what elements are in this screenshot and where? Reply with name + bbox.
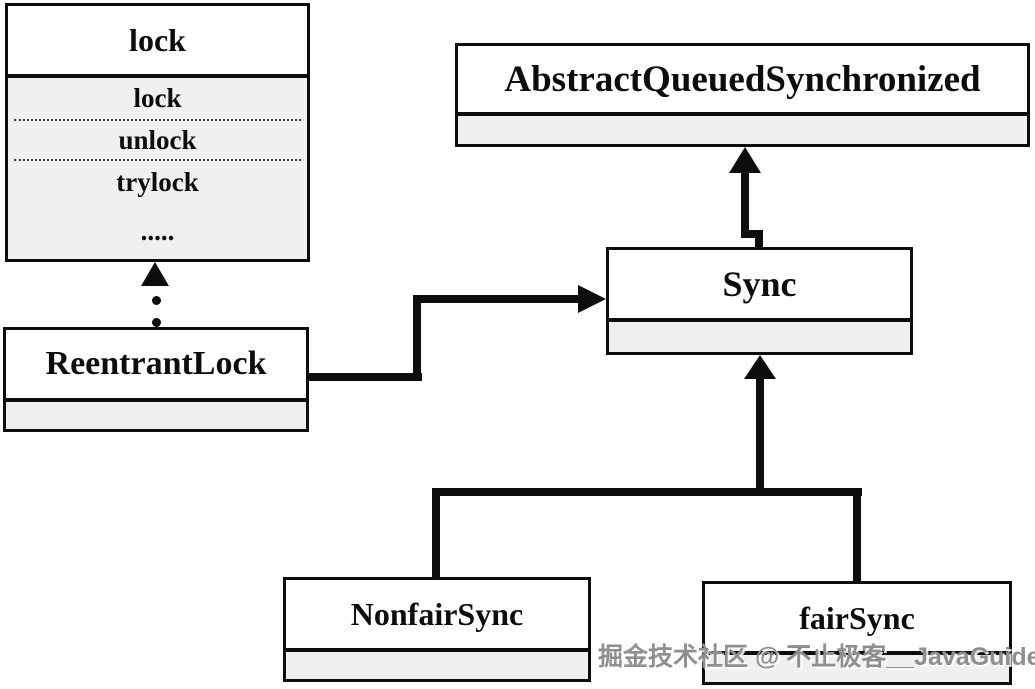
class-title-fairsync: fairSync	[705, 584, 1009, 655]
class-title-abstractqueuedsynchronized: AbstractQueuedSynchronized	[458, 46, 1027, 116]
class-title-reentrantlock: ReentrantLock	[6, 330, 306, 402]
connector-segment	[432, 488, 440, 579]
class-box-fairsync: fairSync	[702, 581, 1012, 685]
method-unlock: unlock	[14, 121, 301, 161]
connector-segment	[306, 373, 422, 381]
dotted-line-dot	[152, 318, 161, 327]
class-title-lock: lock	[8, 6, 307, 78]
class-body-fairsync	[705, 655, 1009, 682]
connector-segment	[741, 230, 763, 238]
method-ellipsis: .....	[140, 215, 175, 246]
connector-segment	[741, 168, 749, 236]
class-body-abstractqueuedsynchronized	[458, 116, 1027, 144]
class-box-nonfairsync: NonfairSync	[283, 577, 591, 682]
class-box-sync: Sync	[606, 247, 913, 355]
arrowhead-right-icon	[578, 285, 606, 313]
method-trylock: trylock	[116, 166, 199, 197]
method-lock: lock	[14, 78, 301, 121]
class-body-lock: lock unlock trylock .....	[8, 78, 307, 259]
arrowhead-up-icon	[729, 147, 761, 173]
class-body-sync	[609, 322, 910, 352]
connector-segment	[756, 377, 764, 496]
class-body-nonfairsync	[286, 652, 588, 679]
class-box-lock: lock lock unlock trylock .....	[5, 3, 310, 262]
connector-segment	[413, 295, 421, 381]
class-body-reentrantlock	[6, 402, 306, 429]
connector-segment	[853, 488, 861, 583]
class-title-sync: Sync	[609, 250, 910, 322]
connector-segment	[755, 230, 763, 250]
connector-segment	[413, 295, 578, 303]
dotted-line-dot	[152, 296, 161, 305]
class-box-abstractqueuedsynchronized: AbstractQueuedSynchronized	[455, 43, 1030, 147]
watermark-text: 掘金技术社区 @ 不止极客__JavaGuide_net	[598, 643, 1035, 671]
class-box-reentrantlock: ReentrantLock	[3, 327, 309, 432]
class-title-nonfairsync: NonfairSync	[286, 580, 588, 652]
arrowhead-up-icon	[141, 262, 169, 286]
connector-segment	[432, 488, 862, 496]
arrowhead-up-icon	[744, 355, 776, 379]
